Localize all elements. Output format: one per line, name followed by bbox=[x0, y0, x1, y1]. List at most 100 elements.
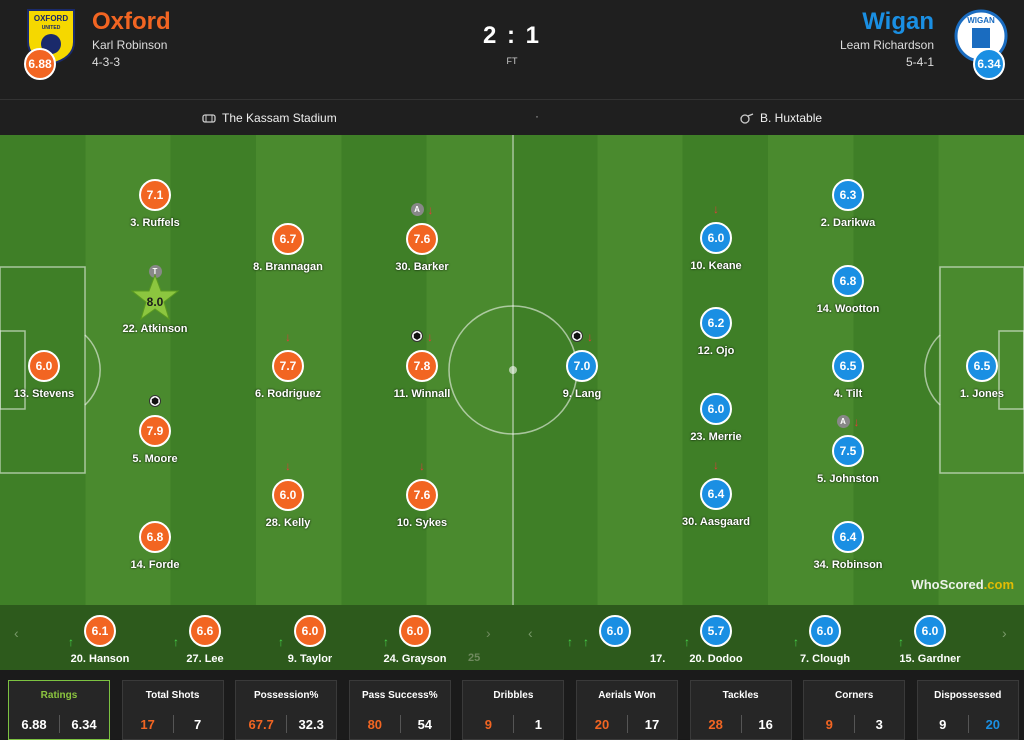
player-name: 8. Brannagan bbox=[253, 261, 323, 273]
away-player[interactable]: 6.0 23. Merrie bbox=[661, 393, 771, 453]
venue-label: The Kassam Stadium bbox=[222, 111, 337, 125]
stat-divider bbox=[967, 715, 969, 733]
whoscored-watermark: WhoScored.com bbox=[911, 577, 1014, 592]
stat-title: Total Shots bbox=[145, 690, 200, 701]
stat-home-value: 9 bbox=[939, 717, 947, 732]
stat-title: Aerials Won bbox=[598, 690, 656, 701]
stat-home-value: 67.7 bbox=[248, 717, 274, 732]
substitute-name: 7. Clough bbox=[799, 653, 851, 665]
player-name: 30. Barker bbox=[395, 261, 449, 273]
player-rating: 7.1 bbox=[139, 179, 171, 211]
player-event-icons: ↓ bbox=[233, 459, 343, 473]
away-team-rating: 6.34 bbox=[973, 48, 1005, 80]
player-event-icons: ↓ bbox=[233, 330, 343, 344]
down-arrow-icon: ↓ bbox=[285, 459, 291, 473]
home-substitute[interactable]: ↑ 6.1 20. Hanson bbox=[50, 605, 150, 665]
player-name: 23. Merrie bbox=[690, 431, 742, 443]
player-event-icons bbox=[793, 330, 903, 344]
player-event-icons: ⬢↓ bbox=[527, 330, 637, 344]
player-event-icons: ⬢ bbox=[100, 395, 210, 409]
stat-away-value: 20 bbox=[985, 717, 1001, 732]
player-rating: 6.0 bbox=[272, 479, 304, 511]
chevron-right-icon[interactable]: › bbox=[1002, 625, 1007, 641]
home-manager: Karl Robinson bbox=[92, 38, 168, 52]
substitute-rating: 6.1 bbox=[84, 615, 116, 647]
player-rating: 6.8 bbox=[139, 521, 171, 553]
watermark-domain: .com bbox=[983, 577, 1014, 592]
stat-divider bbox=[513, 715, 515, 733]
chevron-right-icon[interactable]: › bbox=[486, 625, 491, 641]
stat-divider bbox=[627, 715, 628, 733]
stat-away-value: 7 bbox=[193, 717, 202, 732]
chevron-left-icon[interactable]: ‹ bbox=[528, 625, 533, 641]
player-event-icons: A↓ bbox=[367, 203, 477, 217]
down-arrow-icon: ↓ bbox=[427, 330, 433, 344]
player-rating: 7.8 bbox=[406, 350, 438, 382]
away-substitute[interactable]: ↑ 6.0 bbox=[565, 605, 665, 665]
player-name: 13. Stevens bbox=[13, 388, 75, 400]
up-arrow-icon: ↑ bbox=[583, 635, 589, 649]
away-team-name[interactable]: Wigan bbox=[862, 8, 934, 35]
stadium-icon bbox=[202, 114, 216, 123]
stat-home-value: 9 bbox=[825, 717, 833, 732]
player-rating: 6.8 bbox=[832, 265, 864, 297]
stat-divider bbox=[59, 715, 60, 733]
player-rating: 6.0 bbox=[700, 393, 732, 425]
player-rating: 6.2 bbox=[700, 307, 732, 339]
substitute-name: 20. Hanson bbox=[70, 653, 130, 665]
up-arrow-icon: ↑ bbox=[684, 635, 690, 649]
player-name: 30. Aasgaard bbox=[681, 516, 751, 528]
substitute-rating: 6.6 bbox=[189, 615, 221, 647]
player-rating: 6.4 bbox=[832, 521, 864, 553]
up-arrow-icon: ↑ bbox=[68, 635, 74, 649]
home-team-name[interactable]: Oxford bbox=[92, 8, 171, 35]
up-arrow-icon: ↑ bbox=[173, 635, 179, 649]
chevron-left-icon[interactable]: ‹ bbox=[14, 625, 19, 641]
stat-title: Pass Success% bbox=[361, 690, 438, 701]
player-rating: 7.0 bbox=[566, 350, 598, 382]
player-event-icons: ↓ bbox=[661, 202, 771, 216]
up-arrow-icon: ↑ bbox=[898, 635, 904, 649]
substitute-rating: 6.0 bbox=[599, 615, 631, 647]
player-rating: 7.6 bbox=[406, 479, 438, 511]
